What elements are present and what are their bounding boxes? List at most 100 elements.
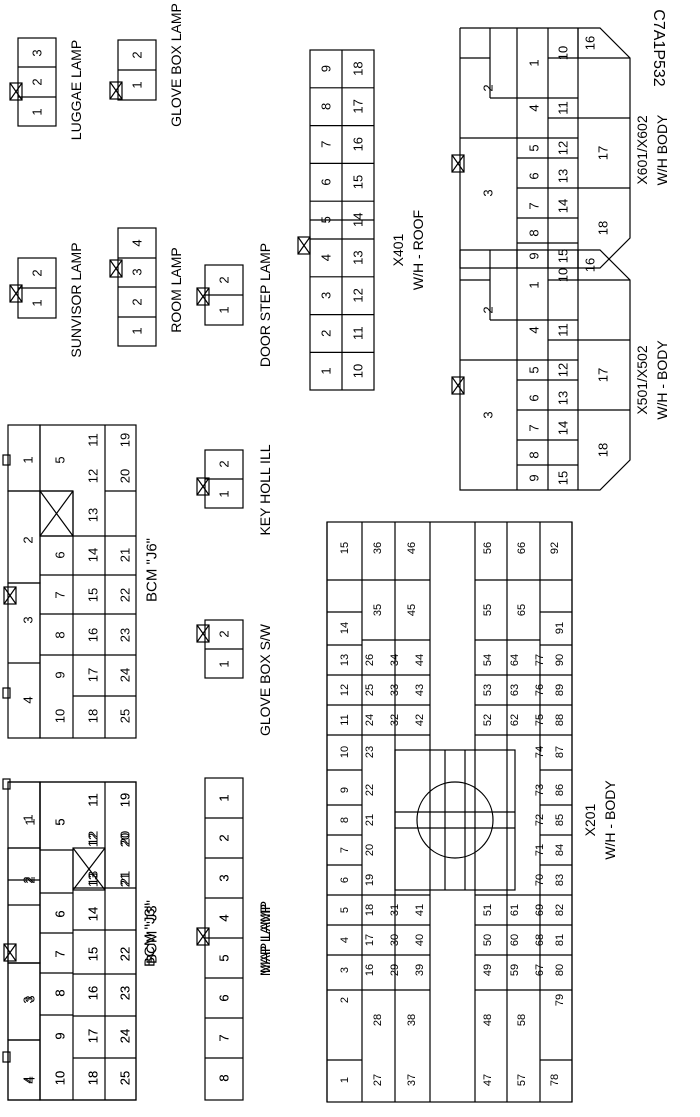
pin-label: 14	[339, 622, 351, 634]
pin-label: 67	[534, 964, 546, 976]
pin-label: 2	[30, 269, 45, 276]
pin-label: 12	[556, 363, 571, 377]
pin-label: 4	[23, 1076, 38, 1083]
pin-label: 7	[53, 591, 68, 598]
pin-label: 22	[118, 588, 133, 602]
pin-label: 57	[516, 1074, 528, 1086]
pin-label: 3	[23, 995, 38, 1002]
pin-label: 1	[527, 281, 542, 288]
pin-label: 53	[482, 684, 494, 696]
divider	[109, 259, 123, 278]
pin-label: 8	[53, 631, 68, 638]
connector-sublabel: W/H - ROOF	[410, 210, 426, 290]
pin-label: 2	[481, 84, 496, 91]
pin-label: 18	[86, 1071, 101, 1085]
pin-label: 1	[217, 490, 232, 497]
pin-label: 11	[86, 793, 101, 807]
center-boss	[416, 781, 494, 859]
blank-cavity	[39, 490, 74, 537]
connector-sublabel: W/H - BODY	[654, 340, 670, 420]
pin-label: 2	[481, 306, 496, 313]
pin-label: 12	[86, 469, 101, 483]
pin-label: 7	[53, 950, 68, 957]
pin-label: 2	[217, 460, 232, 467]
pin-label: 12	[86, 833, 101, 847]
connector-sublabel: W/H - BODY	[602, 780, 618, 860]
pin-label: 1	[217, 660, 232, 667]
pin-label: 4	[217, 914, 232, 921]
pin-label: 74	[534, 746, 546, 758]
blank-cavity	[297, 236, 311, 255]
pin-label: 11	[86, 793, 101, 807]
pin-label: 1	[30, 299, 45, 306]
connector-label: ROOM LAMP	[168, 247, 184, 333]
pin-label: 23	[118, 986, 133, 1000]
pin-label: 6	[53, 910, 68, 917]
connector-label: BCM "J3"	[144, 900, 161, 964]
blank-cavity	[451, 376, 465, 395]
pin-label: 26	[364, 654, 376, 666]
pin-label: 15	[339, 542, 351, 554]
pin-label: 79	[554, 994, 566, 1006]
pin-label: 8	[217, 1074, 232, 1081]
pin-label: 12	[339, 684, 351, 696]
pin-label: 7	[217, 1034, 232, 1041]
pin-label: 8	[319, 103, 334, 110]
pin-label: 1	[23, 818, 38, 825]
pin-label: 13	[86, 871, 101, 885]
outline	[394, 749, 516, 891]
pin-label: 21	[364, 814, 376, 826]
blank-cavity	[196, 624, 210, 643]
pin-label: 32	[389, 714, 401, 726]
divider	[39, 490, 74, 537]
pin-label: 9	[53, 1032, 68, 1039]
connector-label: X201	[582, 803, 598, 836]
pin-label: 29	[389, 964, 401, 976]
pin-label: 6	[53, 551, 68, 558]
pin-label: 15	[556, 249, 571, 263]
pin-label: 1	[217, 794, 232, 801]
pin-label: 2	[23, 876, 38, 883]
pin-label: 16	[351, 137, 366, 151]
pin-label: 20	[118, 469, 133, 483]
pin-label: 37	[406, 1074, 418, 1086]
pin-label: 10	[53, 1071, 68, 1085]
pin-label: 5	[527, 366, 542, 373]
pin-label: 9	[527, 252, 542, 259]
pin-label: 15	[351, 175, 366, 189]
pin-label: 3	[481, 411, 496, 418]
pin-label: 7	[527, 202, 542, 209]
divider	[196, 287, 210, 306]
outline	[2, 1051, 11, 1063]
pin-label: 1	[30, 108, 45, 115]
pin-label: 89	[554, 684, 566, 696]
pin-label: 61	[509, 904, 521, 916]
pin-label: 1	[217, 794, 232, 801]
pin-label: 62	[509, 714, 521, 726]
pin-label: 41	[414, 904, 426, 916]
pin-label: 60	[509, 934, 521, 946]
pin-label: 64	[509, 654, 521, 666]
pin-label: 4	[319, 254, 334, 261]
pin-label: 2	[30, 78, 45, 85]
connector-label: GLOVE BOX S/W	[257, 623, 273, 736]
pin-label: 21	[118, 873, 133, 887]
blank-cavity	[3, 943, 17, 962]
pin-label: 19	[118, 793, 133, 807]
pin-label: 24	[118, 1029, 133, 1043]
pin-label: 16	[86, 628, 101, 642]
blank-cavity	[196, 927, 210, 946]
divider	[451, 154, 465, 173]
pin-label: 6	[339, 877, 351, 883]
pin-label: 4	[527, 104, 542, 111]
blank-cavity	[451, 154, 465, 173]
pin-label: 47	[482, 1074, 494, 1086]
pin-label: 73	[534, 784, 546, 796]
pin-label: 30	[389, 934, 401, 946]
divider	[109, 81, 123, 100]
pin-label: 91	[554, 622, 566, 634]
pin-label: 36	[372, 542, 384, 554]
pin-label: 5	[217, 954, 232, 961]
pin-label: 22	[118, 947, 133, 961]
pin-label: 11	[86, 433, 101, 447]
